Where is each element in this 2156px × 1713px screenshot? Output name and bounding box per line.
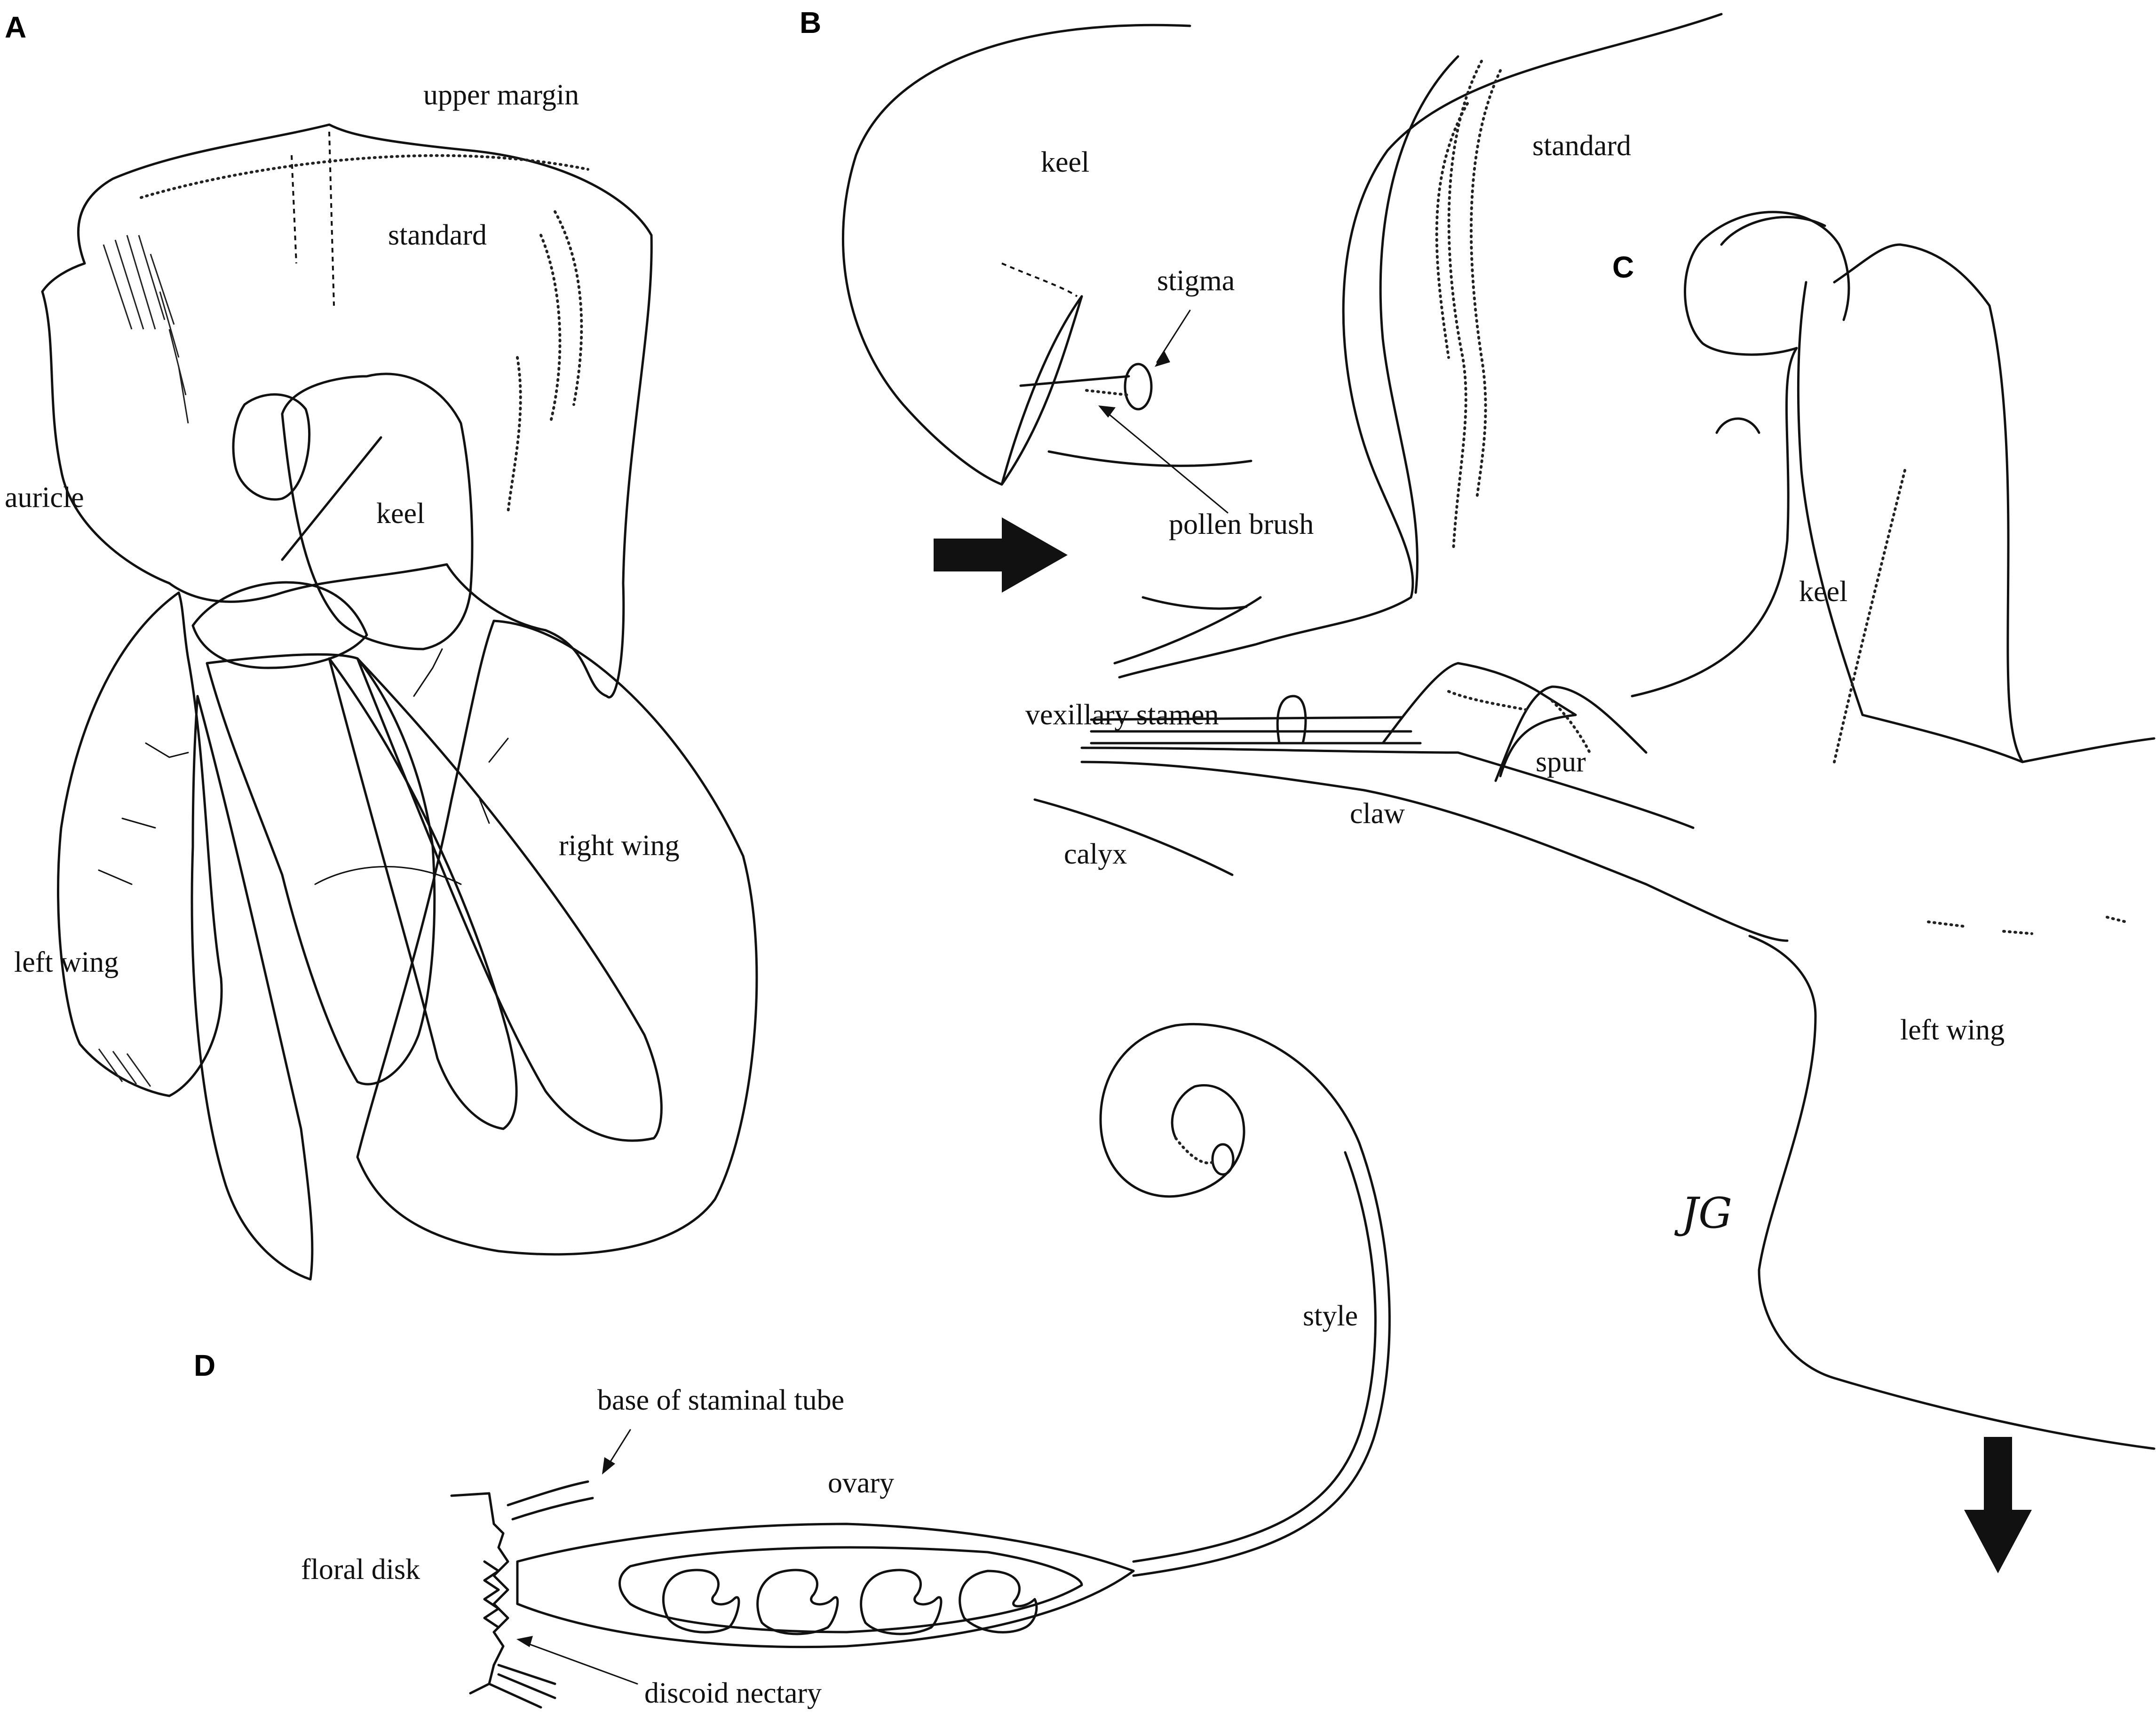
panel-c-stamen-lines	[1090, 716, 1422, 745]
panel-a: A upper margin standard auricle keel	[5, 10, 758, 1281]
panel-c-label-calyx: calyx	[1064, 838, 1127, 870]
panel-a-bee-wing-left	[190, 695, 314, 1281]
panel-d-nectary-leader	[521, 1641, 638, 1685]
panel-d-label-base-of-staminal-tube: base of staminal tube	[597, 1384, 844, 1416]
panel-d-staminal-tube-base	[507, 1480, 594, 1521]
panel-c-keel-tip	[1715, 417, 1760, 434]
panel-d-style	[1099, 1023, 1391, 1577]
panel-c-label-claw: claw	[1350, 798, 1405, 830]
panel-c-label-vexillary-stamen: vexillary stamen	[1025, 699, 1219, 731]
panel-a-bee-legs	[98, 648, 509, 885]
panel-c-wing-specks	[1927, 916, 2127, 935]
panel-c-keel-dots	[1833, 469, 1906, 763]
panel-b-keel-edge	[1001, 262, 1078, 297]
panel-a-keel	[281, 373, 474, 650]
panel-a-standard-hatch-left	[103, 235, 189, 424]
panel-c-claw-inner	[1080, 746, 1695, 829]
panel-c-calyx-upper	[1113, 596, 1262, 665]
panel-d-label-style: style	[1303, 1300, 1358, 1332]
panel-c-spur-hatch	[1447, 690, 1591, 754]
panel-c-vexillary-stamen	[1276, 695, 1307, 745]
panel-a-label-right-wing: right wing	[559, 830, 680, 862]
panel-d-ovule-2	[756, 1569, 839, 1635]
panel-d-spiral-stigma	[1211, 1143, 1235, 1176]
panel-d-nectary-arrowhead	[516, 1636, 533, 1647]
panel-b-pollen-brush	[1085, 389, 1130, 397]
panel-b-style	[1019, 375, 1130, 387]
panel-c-notch	[1141, 596, 1248, 610]
panel-c-standard-dots	[1435, 60, 1502, 552]
panel-a-bee-thorax	[191, 581, 368, 669]
panel-c-spur-2	[1494, 685, 1648, 782]
panel-b-label-keel: keel	[1041, 146, 1089, 178]
panel-d-ovary	[516, 1523, 1135, 1649]
panel-d-staminal-tube-arrowhead	[602, 1457, 615, 1475]
panel-b-pollen-leader	[1102, 408, 1229, 514]
panel-a-bee-wing-right-1	[328, 657, 518, 1130]
panel-d-ovary-inner	[618, 1546, 1083, 1634]
panel-a-standard-midrib	[328, 131, 335, 306]
panel-a-label-upper-margin: upper margin	[423, 79, 579, 111]
panel-d-spiral-dots	[1174, 1137, 1215, 1165]
panel-c-left-wing	[1748, 935, 2156, 1450]
panel-b-keel-base	[1047, 450, 1252, 467]
panel-d-lower-tube	[488, 1664, 556, 1709]
panel-d-label-floral-disk: floral disk	[301, 1554, 420, 1586]
panel-a-label-left-wing: left wing	[14, 946, 119, 978]
panel-c-standard-inner	[1379, 55, 1459, 594]
panel-b-stigma	[1124, 363, 1153, 411]
panel-d-ovule-3	[860, 1569, 943, 1635]
panel-c-keel-outer	[1720, 216, 2024, 763]
panel-d-label-discoid-nectary: discoid nectary	[644, 1677, 822, 1709]
panel-a-letter: A	[5, 10, 26, 44]
panel-b-stigma-arrowhead	[1155, 350, 1170, 367]
panel-d-label-ovary: ovary	[828, 1467, 894, 1499]
panel-b-keel	[841, 24, 1191, 486]
panel-c-claw	[1080, 761, 1789, 942]
panel-c-direction-arrow	[1964, 1437, 2032, 1573]
panel-c-label-standard: standard	[1532, 130, 1631, 162]
panel-d-floral-disk	[450, 1492, 509, 1695]
panel-a-bee-wing-vein	[314, 866, 462, 885]
panel-a-label-standard: standard	[388, 219, 487, 251]
panel-d-letter: D	[194, 1348, 215, 1382]
panel-a-label-keel: keel	[376, 498, 425, 530]
panel-d-discoid-nectary	[483, 1560, 500, 1629]
panel-a-standard-petal	[41, 123, 653, 698]
panel-c-signature: JG	[1674, 1189, 1732, 1238]
panel-b-letter: B	[800, 6, 821, 40]
panel-a-bee-head	[232, 393, 311, 501]
panel-c-label-keel: keel	[1799, 576, 1847, 608]
panel-c-calyx	[1033, 798, 1234, 876]
panel-a-standard-midrib-2	[291, 155, 297, 264]
panel-c-label-left-wing: left wing	[1900, 1014, 2005, 1046]
panel-b-label-stigma: stigma	[1157, 265, 1235, 297]
panel-d: D style base of staminal tube ovary flor…	[194, 1023, 1391, 1709]
panel-c-standard	[1118, 13, 1723, 679]
panel-a-left-wing-hatch	[98, 1048, 151, 1087]
panel-a-standard-margin-dots	[140, 154, 589, 199]
panel-c-spur-1	[1381, 662, 1577, 777]
panel-b-label-pollen-brush: pollen brush	[1169, 508, 1314, 540]
panel-d-ovule-4	[959, 1570, 1038, 1634]
panel-c-label-spur: spur	[1536, 746, 1586, 778]
panel-b: B keel stigma pollen brush	[800, 6, 1314, 593]
panel-c: C JG standard keel vexillary st	[1025, 13, 2156, 1573]
panel-d-style-inner	[1132, 1151, 1377, 1563]
panel-b-keel-opening	[1000, 295, 1083, 486]
panel-c-letter: C	[1612, 250, 1634, 284]
panel-a-label-auricle: auricle	[5, 482, 84, 514]
panel-a-right-wing	[356, 619, 758, 1256]
panel-a-keel-fold	[281, 436, 382, 561]
panel-a-bee-wing-right-2	[356, 657, 663, 1142]
panel-c-keel	[1631, 211, 2024, 763]
panel-b-pollen-arrowhead	[1098, 405, 1116, 418]
panel-c-left-wing-top	[2021, 737, 2156, 763]
panel-b-direction-arrow	[934, 517, 1068, 593]
panel-d-ovule-1	[662, 1569, 740, 1634]
panel-a-left-wing	[57, 591, 223, 1097]
panel-a-standard-dots-right	[507, 210, 583, 514]
